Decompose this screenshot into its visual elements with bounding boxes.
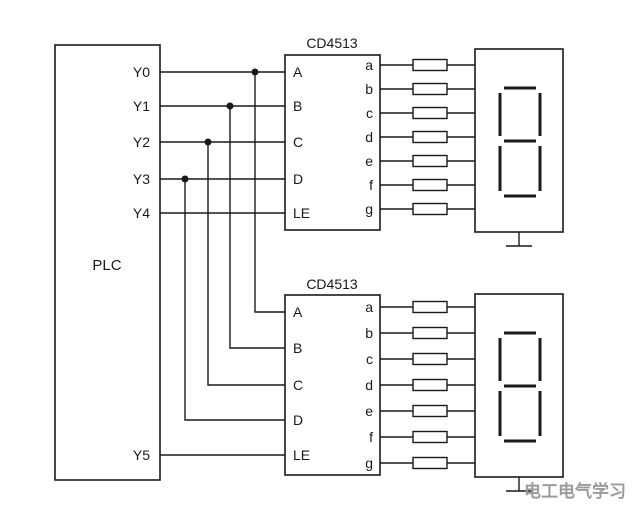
junction-dot-y0 (251, 68, 259, 76)
chip-top-title: CD4513 (306, 35, 358, 51)
chip-bottom-output-label-g: g (365, 455, 373, 471)
junction-dot-y2 (204, 138, 212, 146)
branch-y1-to-bottom-b (229, 106, 285, 349)
chip-top-input-label-d: D (293, 171, 303, 187)
chip-bottom-output-label-b: b (365, 325, 373, 341)
resistor (412, 456, 448, 470)
junction-dot-y3 (181, 175, 189, 183)
chip-bottom-input-label-d: D (293, 412, 303, 428)
plc-pin-label-y3: Y3 (133, 171, 150, 187)
chip-top-input-label-b: B (293, 98, 302, 114)
plc-pin-label-y5: Y5 (133, 447, 150, 463)
chip-bottom-title: CD4513 (306, 276, 358, 292)
resistor (412, 202, 448, 216)
resistor (412, 430, 448, 444)
chip-top-output-label-c: c (366, 105, 373, 121)
resistor (412, 404, 448, 418)
top-segment-wires (380, 58, 475, 216)
chip-bottom-output-label-e: e (365, 403, 373, 419)
chip-bottom-input-label-c: C (293, 377, 303, 393)
chip-top-box (284, 54, 381, 231)
plc-pin-label-y1: Y1 (133, 98, 150, 114)
chip-top-input-label-le: LE (293, 205, 310, 221)
chip-top: CD4513 A B C D LE a b c d e f g (284, 35, 381, 231)
resistor (412, 106, 448, 120)
chip-top-output-label-f: f (369, 177, 373, 193)
resistor (412, 378, 448, 392)
chip-top-output-label-e: e (365, 153, 373, 169)
chip-bottom-input-label-le: LE (293, 447, 310, 463)
chip-bottom-output-label-d: d (365, 377, 373, 393)
plc-box (54, 44, 161, 481)
resistor (412, 58, 448, 72)
chip-bottom-box (284, 294, 381, 476)
chip-bottom-output-label-a: a (365, 299, 373, 315)
plc-block: PLC Y0 Y1 Y2 Y3 Y4 Y5 (54, 44, 161, 481)
watermark-text: 电工电气学习 (524, 481, 626, 501)
resistor (412, 326, 448, 340)
chip-top-input-label-c: C (293, 134, 303, 150)
chip-bottom-output-label-c: c (366, 351, 373, 367)
plc-label: PLC (92, 257, 121, 274)
plc-output-wires (160, 71, 285, 456)
plc-pin-label-y2: Y2 (133, 134, 150, 150)
seven-segment-display-top (474, 48, 564, 247)
branch-y3-to-bottom-d (184, 179, 285, 421)
branch-wires (181, 68, 285, 421)
bottom-segment-wires (380, 300, 475, 470)
chip-bottom-input-label-a: A (293, 304, 303, 320)
resistor (412, 178, 448, 192)
junction-dot-y1 (226, 102, 234, 110)
resistor (412, 130, 448, 144)
chip-top-output-label-b: b (365, 81, 373, 97)
chip-top-output-label-g: g (365, 201, 373, 217)
chip-bottom: CD4513 A B C D LE a b c d e f g (284, 276, 381, 476)
chip-bottom-input-label-b: B (293, 340, 302, 356)
resistor (412, 82, 448, 96)
branch-y2-to-bottom-c (207, 142, 285, 386)
chip-top-output-label-d: d (365, 129, 373, 145)
chip-top-input-label-a: A (293, 64, 303, 80)
plc-pin-label-y4: Y4 (133, 205, 150, 221)
chip-bottom-output-label-f: f (369, 429, 373, 445)
seven-segment-display-bottom (474, 293, 564, 492)
resistor (412, 352, 448, 366)
chip-top-output-label-a: a (365, 57, 373, 73)
branch-y0-to-bottom-a (254, 72, 285, 313)
resistor (412, 154, 448, 168)
plc-pin-label-y0: Y0 (133, 64, 150, 80)
resistor (412, 300, 448, 314)
ground-symbol-top (505, 231, 533, 247)
